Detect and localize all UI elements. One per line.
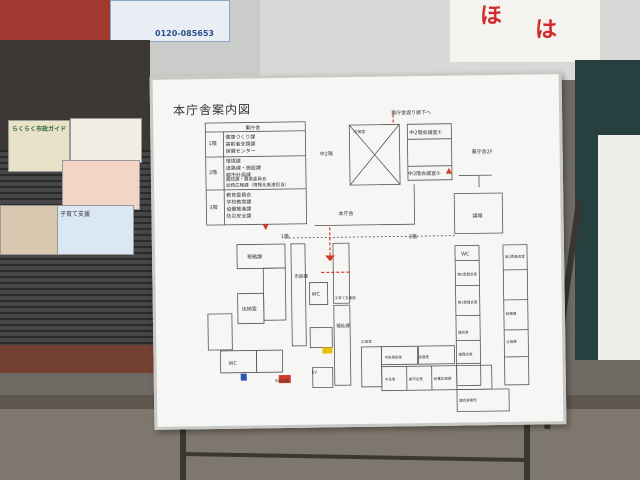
dept-item: 学校教育課 — [226, 198, 251, 205]
general-affairs-label: 総務課 — [506, 311, 517, 316]
corridor-label: 東庁舎渡り廊下へ — [391, 109, 431, 117]
mayor-room-label: 市長室 — [385, 376, 396, 381]
main-building-label: 本庁舎 — [338, 210, 353, 217]
assembly-office-label: 議会事務局 — [459, 397, 477, 402]
consult-room-label: 市民相談室 — [384, 354, 402, 359]
committee-2-label: 第2委員会室 — [457, 271, 477, 276]
wc-label: WC — [229, 361, 238, 367]
dept-item: 農政課・農業委員会 — [226, 175, 267, 183]
dept-item: 道路課・施設課 — [226, 164, 261, 171]
reception-room-label: 応接室 — [361, 339, 372, 344]
ev-label: EV — [312, 370, 318, 375]
reception-room — [348, 124, 401, 186]
childcare-label: 子育て支援課 — [335, 295, 357, 300]
wc-label: WC — [461, 251, 470, 257]
mid2-label: 中2階 — [320, 150, 333, 157]
welfare-office — [333, 304, 352, 386]
meeting-room-label: 会議室 — [418, 354, 429, 359]
conf-room-1: 中2階会議室① — [409, 129, 442, 136]
brochure — [70, 118, 142, 163]
brochure-title: らくらく市政ガイド — [12, 126, 67, 133]
member-room-label: 議員控室 — [458, 351, 473, 356]
brochure-title: 子育て支援 — [60, 211, 91, 218]
dept-item: 環境課 — [226, 158, 241, 165]
committee-3-label: 第3委員会室 — [505, 254, 525, 259]
sign-char-1: ほ — [480, 3, 503, 29]
dept-item: 健康づくり課 — [225, 133, 255, 140]
notice-board-paper — [598, 135, 640, 360]
welfare-label: 福祉課 — [336, 322, 350, 329]
rack-base — [0, 345, 170, 373]
poster: 0120-085653 — [110, 0, 230, 42]
dept-item: 教育委員会 — [226, 191, 251, 198]
dept-item: 高齢者支援課 — [225, 140, 255, 147]
citizen-office — [290, 243, 307, 347]
tax-office — [236, 243, 286, 270]
easel-leg — [180, 400, 186, 480]
brochure — [62, 160, 140, 210]
floor-2f-label: 2階 — [409, 233, 417, 240]
floor-1f-label: 1階 — [281, 233, 289, 240]
treasury-label: 出納室 — [242, 305, 257, 312]
easel-leg — [524, 410, 530, 480]
brochure: らくらく市政ガイド — [8, 120, 70, 172]
wc-label: WC — [312, 292, 321, 298]
planning-label: 企画課 — [506, 339, 517, 344]
floor-2-label: 2階 — [209, 169, 217, 176]
dept-item: 都市計画課 — [226, 171, 251, 178]
mid2-conf-room — [406, 123, 453, 181]
poster-phone: 0120-085653 — [155, 29, 214, 38]
paper-sign: ほ は — [450, 0, 600, 62]
floor-3-label: 3階 — [209, 204, 217, 211]
floor-1-label: 1階 — [208, 140, 216, 147]
vending-frame — [0, 0, 110, 40]
citizen-label: 市民課 — [294, 273, 308, 280]
tax-label: 税務課 — [247, 253, 262, 260]
assembly-hall — [453, 192, 504, 235]
dept-list-box — [204, 121, 308, 226]
chair-room-label: 議長室 — [458, 329, 469, 334]
dept-item: 総務広報課（情報化推進担当） — [226, 181, 289, 189]
secretary-label: 秘書広報課 — [434, 376, 452, 381]
committee-1-label: 第1委員会室 — [458, 299, 478, 304]
dept-header: 東庁舎 — [245, 124, 260, 131]
dept-item: 保健センター — [226, 147, 256, 154]
reception-label: 応接室 — [353, 128, 365, 134]
brochure: 子育て支援 — [56, 205, 134, 255]
vice-mayor-label: 副市長室 — [409, 376, 424, 381]
assembly-label: 議場 — [472, 212, 482, 219]
floor-guide-board: 本庁舎案内図 — [149, 71, 567, 430]
conf-room-2: 中2階会議室② — [408, 170, 441, 177]
floor-map: 東庁舎 1階 健康づくり課 高齢者支援課 保健センター 2階 環境課 道路課・施… — [204, 109, 530, 413]
plaza-label: 市民広場 — [275, 378, 290, 383]
dept-item: 協働推進課 — [226, 205, 251, 212]
sign-char-2: は — [535, 17, 558, 43]
dept-item: 防災安全課 — [226, 212, 251, 219]
east-2f-label: 東庁舎2F — [472, 148, 493, 155]
brochure — [0, 205, 58, 255]
